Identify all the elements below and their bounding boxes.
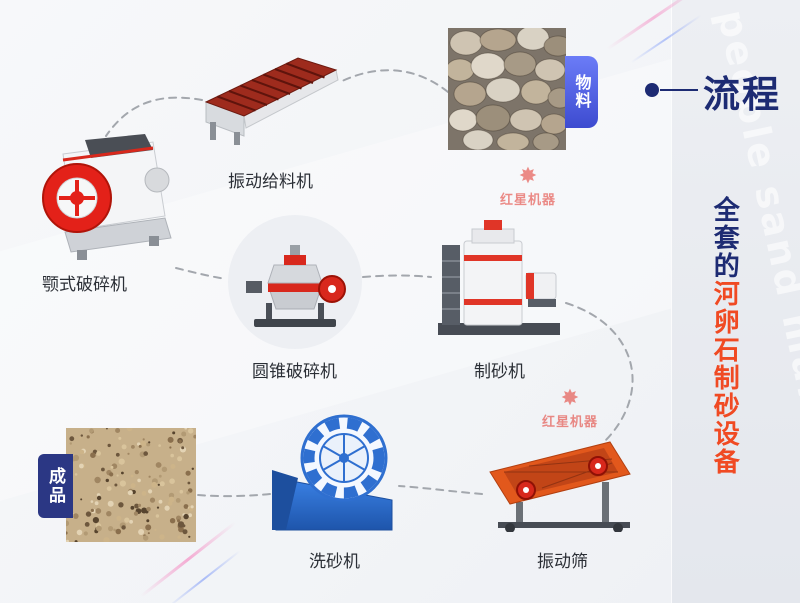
brand-star-icon: ✸ [518, 164, 538, 189]
jaw-crusher-label: 颚式破碎机 [42, 275, 127, 295]
product-photo [66, 428, 196, 542]
brand-watermark: ✸ 红星机器 [500, 164, 557, 209]
sand-maker-image [438, 220, 560, 335]
cone-crusher-node [228, 215, 362, 349]
header-line [660, 89, 698, 91]
side-caption-highlight: 河卵石制砂设备 [709, 280, 740, 476]
connector-feeder-to-jaw [105, 96, 203, 137]
jaw-crusher-image [42, 134, 172, 260]
pebbles-image [448, 28, 566, 150]
connector-cone-to-sandmaker [362, 274, 432, 278]
connector-material-to-feeder [339, 69, 449, 93]
product-badge: 成品 [38, 454, 73, 518]
right-side-panel [671, 0, 800, 603]
vibrating-screen-image [489, 441, 631, 532]
page-title: 流程 [703, 73, 781, 116]
connector-screen-to-washer [398, 485, 483, 495]
brand-watermark-text: 红星机器 [542, 415, 599, 430]
connector-sandmaker-to-screen [565, 302, 634, 441]
brand-watermark-text: 红星机器 [500, 193, 557, 208]
sand-maker-node [432, 215, 567, 345]
connector-jaw-to-cone [175, 267, 227, 280]
material-photo [448, 28, 566, 150]
sand-image [66, 428, 196, 542]
jaw-crusher-node [25, 120, 180, 265]
brand-watermark: ✸ 红星机器 [542, 386, 599, 431]
material-badge: 物料 [565, 56, 598, 128]
vibrating-feeder-image [204, 57, 339, 145]
connector-washer-to-product [197, 493, 271, 498]
vibrating-screen-node [482, 432, 644, 532]
feeder-label: 振动给料机 [228, 172, 313, 192]
brand-star-icon: ✸ [560, 386, 580, 411]
sand-washer-node [272, 412, 397, 534]
side-caption: 全套的河卵石制砂设备 [708, 196, 739, 476]
vibrating-feeder-node [198, 50, 343, 150]
cone-crusher-label: 圆锥破碎机 [252, 362, 337, 382]
sand-washer-image [272, 414, 393, 531]
side-caption-prefix: 全套的 [709, 196, 740, 280]
sand-maker-label: 制砂机 [474, 362, 525, 382]
vibrating-screen-label: 振动筛 [537, 552, 588, 572]
header-dot [645, 83, 659, 97]
cone-crusher-image [246, 245, 346, 327]
sand-washer-label: 洗砂机 [309, 552, 360, 572]
